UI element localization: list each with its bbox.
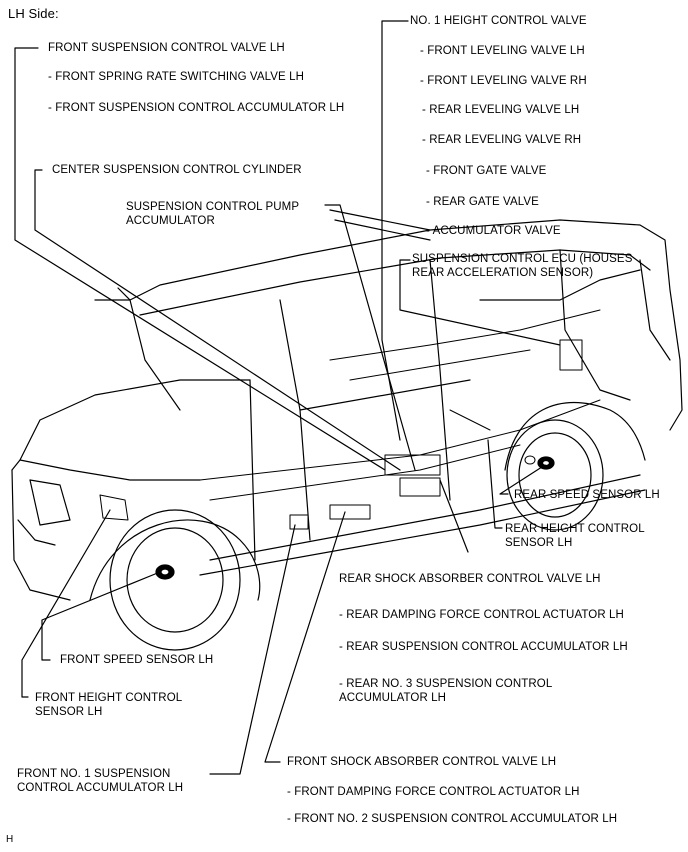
front-wheel [109, 509, 241, 651]
front-no1-accum-label-line2: CONTROL ACCUMULATOR LH [17, 782, 184, 794]
front-leveling-valve-lh-label: - FRONT LEVELING VALVE LH [420, 45, 585, 57]
front-susp-ctrl-accum-lh-label: - FRONT SUSPENSION CONTROL ACCUMULATOR L… [48, 102, 345, 114]
rear-leveling-valve-rh-label: - REAR LEVELING VALVE RH [422, 134, 582, 146]
rear-gate-valve-label: - REAR GATE VALVE [426, 196, 539, 208]
front-spring-rate-valve-lh-label: - FRONT SPRING RATE SWITCHING VALVE LH [48, 71, 304, 83]
front-susp-ctrl-valve-lh-label: FRONT SUSPENSION CONTROL VALVE LH [48, 42, 285, 54]
ecu-label-line1: SUSPENSION CONTROL ECU (HOUSES [412, 253, 633, 265]
front-height-sensor-label-line1: FRONT HEIGHT CONTROL [35, 692, 183, 704]
front-shock-valve-lh-label: FRONT SHOCK ABSORBER CONTROL VALVE LH [287, 756, 557, 768]
rear-speed-sensor-lh-label: REAR SPEED SENSOR LH [514, 489, 660, 501]
side-title: LH Side: [8, 6, 59, 21]
rear-damping-actuator-lh-label: - REAR DAMPING FORCE CONTROL ACTUATOR LH [339, 609, 624, 621]
rear-no3-accum-label-line1: - REAR NO. 3 SUSPENSION CONTROL [339, 678, 553, 690]
no1-height-control-valve-label: NO. 1 HEIGHT CONTROL VALVE [410, 15, 587, 27]
ecu-label-line2: REAR ACCELERATION SENSOR) [412, 267, 594, 279]
front-height-sensor-label-line2: SENSOR LH [35, 706, 103, 718]
front-leveling-valve-rh-label: - FRONT LEVELING VALVE RH [420, 75, 587, 87]
rear-no3-accum-label-line2: ACCUMULATOR LH [339, 692, 447, 704]
rear-height-sensor-label-line1: REAR HEIGHT CONTROL [505, 523, 645, 535]
front-damping-actuator-lh-label: - FRONT DAMPING FORCE CONTROL ACTUATOR L… [287, 786, 580, 798]
front-gate-valve-label: - FRONT GATE VALVE [426, 165, 547, 177]
pump-accumulator-label-line1: SUSPENSION CONTROL PUMP [126, 201, 300, 213]
rear-leveling-valve-lh-label: - REAR LEVELING VALVE LH [422, 104, 580, 116]
front-speed-sensor-lh-label: FRONT SPEED SENSOR LH [60, 654, 214, 666]
rear-susp-ctrl-accum-lh-label: - REAR SUSPENSION CONTROL ACCUMULATOR LH [339, 641, 628, 653]
leader-lines [14, 20, 561, 775]
rear-shock-valve-lh-label: REAR SHOCK ABSORBER CONTROL VALVE LH [339, 573, 601, 585]
front-no1-accum-label-line1: FRONT NO. 1 SUSPENSION [17, 768, 171, 780]
center-susp-ctrl-cylinder-label: CENTER SUSPENSION CONTROL CYLINDER [52, 164, 302, 176]
corner-code: H [6, 834, 14, 845]
pump-accumulator-label-line2: ACCUMULATOR [126, 215, 215, 227]
chassis-components [99, 309, 601, 530]
front-no2-accum-lh-label: - FRONT NO. 2 SUSPENSION CONTROL ACCUMUL… [287, 813, 618, 825]
accumulator-valve-label: - ACCUMULATOR VALVE [426, 225, 561, 237]
rear-height-sensor-label-line2: SENSOR LH [505, 537, 573, 549]
rear-wheel [506, 419, 604, 531]
